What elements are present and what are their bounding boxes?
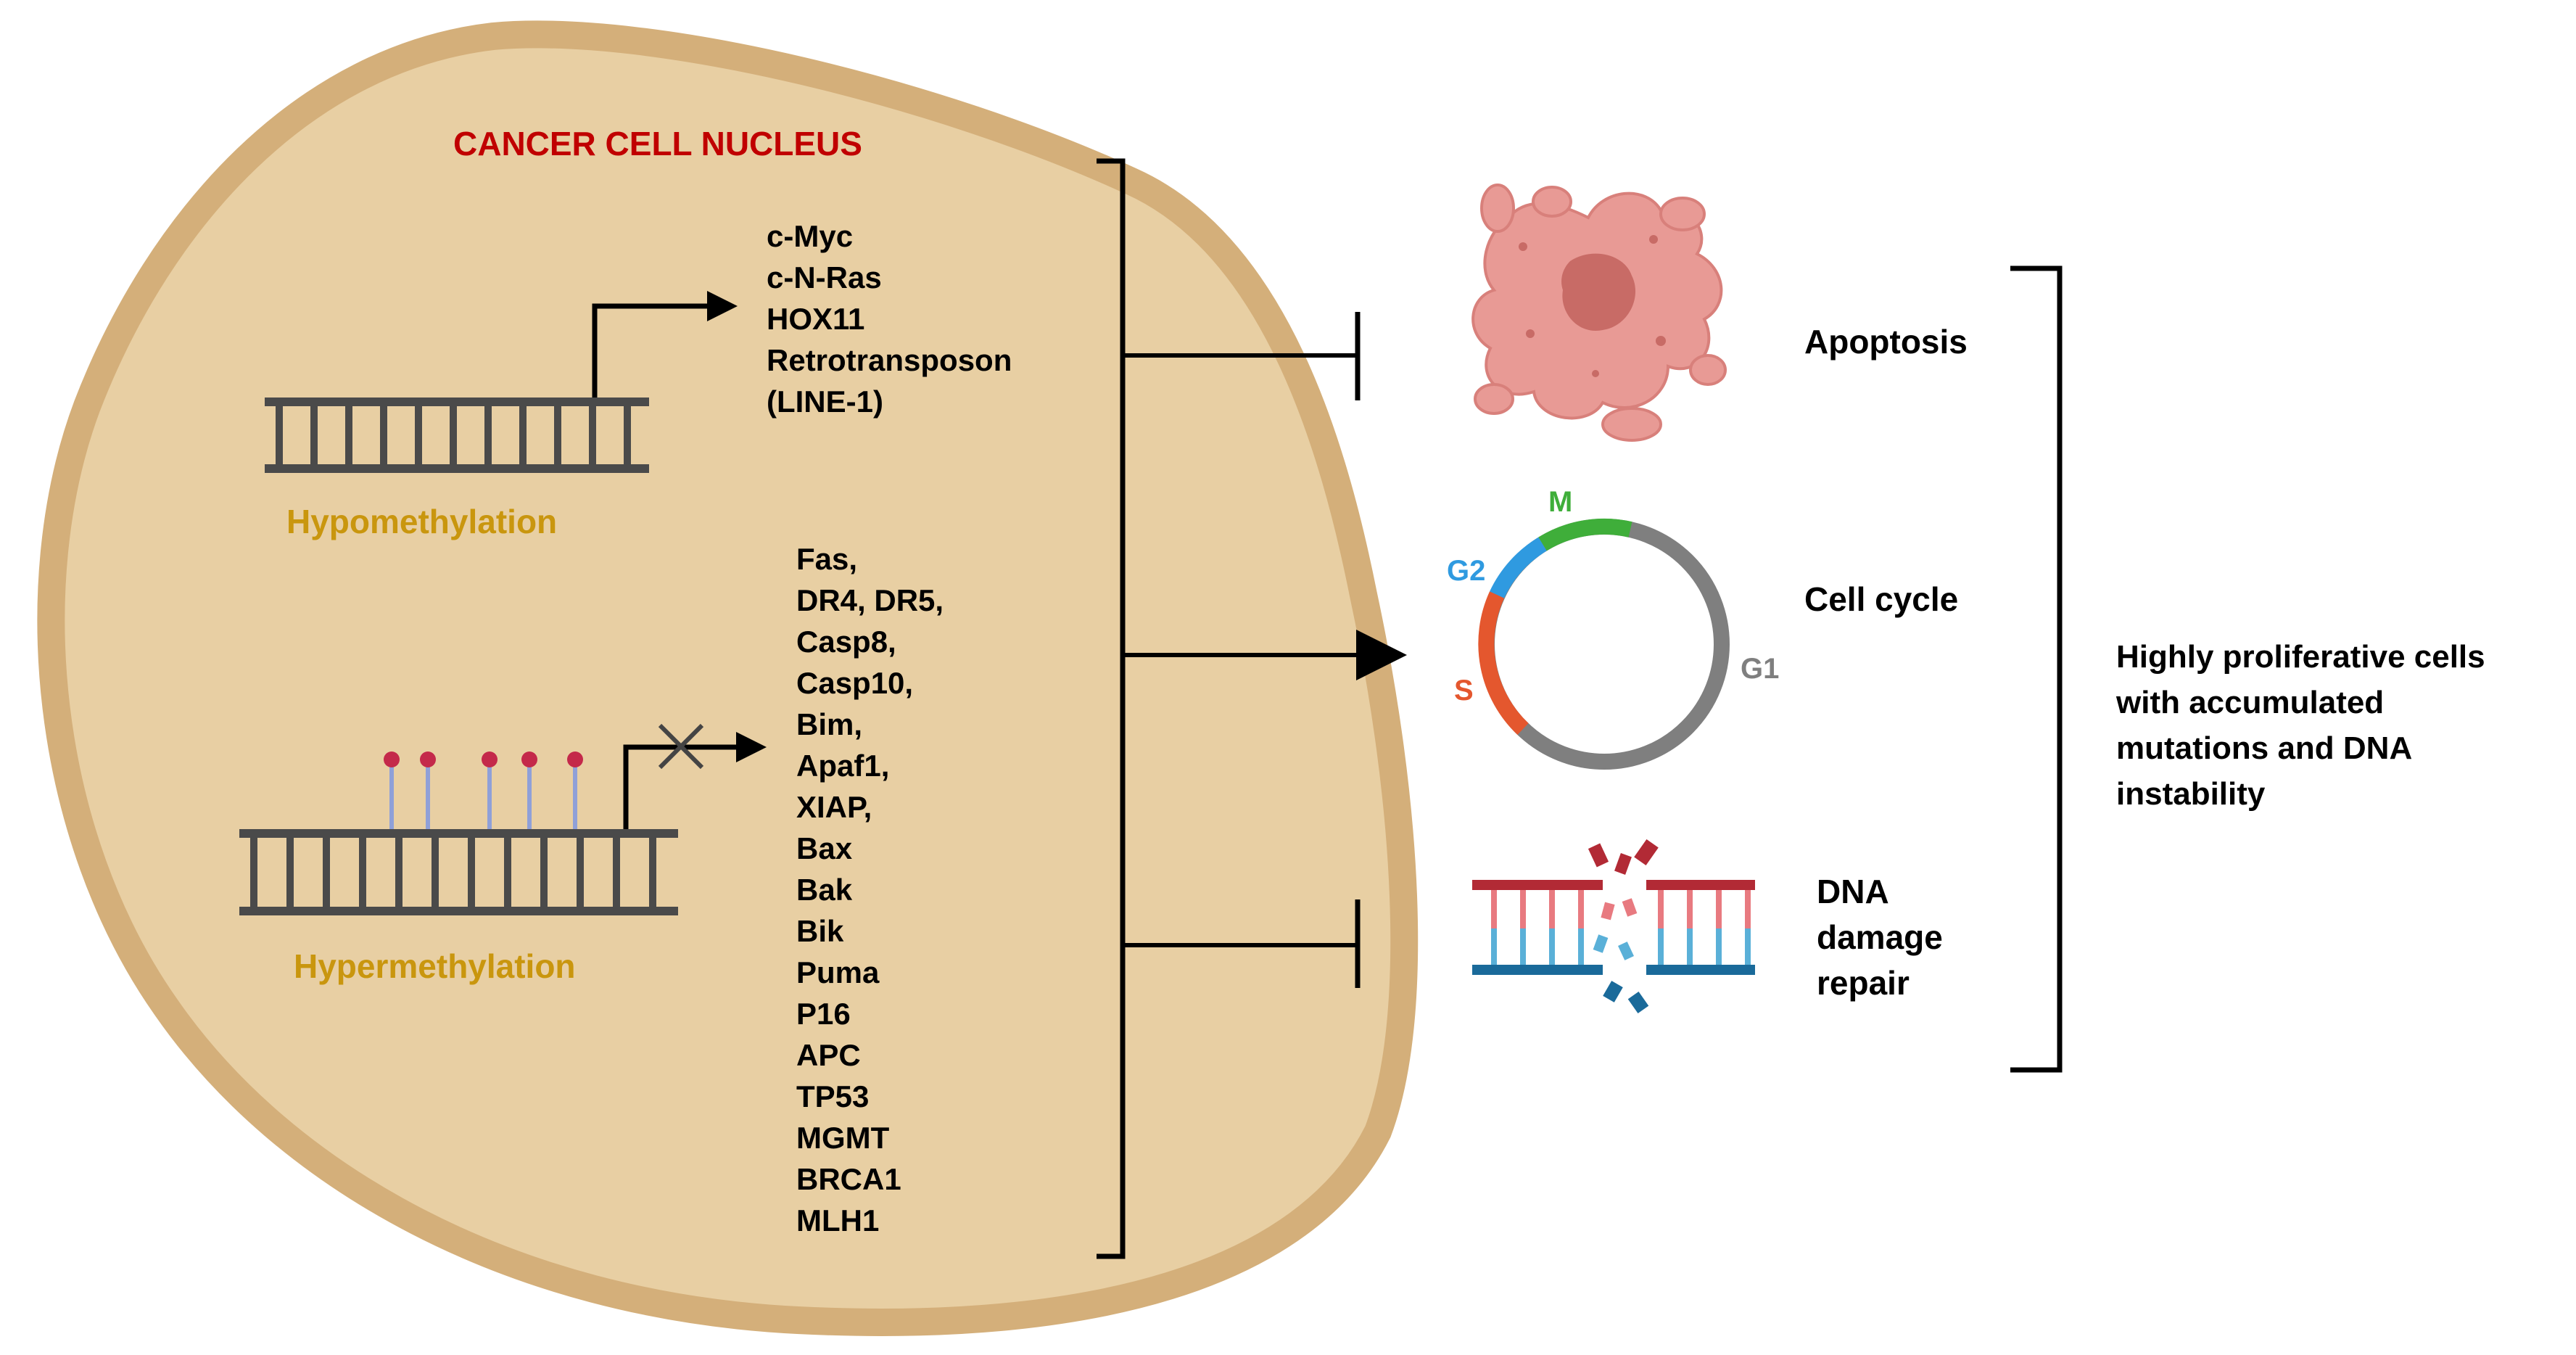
dna-repair-label-line1: DNA	[1817, 873, 1889, 910]
gene-mgmt: MGMT	[796, 1121, 890, 1155]
outcome-line4: instability	[2116, 776, 2266, 812]
hypermethylation-dna	[239, 751, 678, 915]
methyl-group	[384, 751, 400, 767]
gene-apaf1: Apaf1,	[796, 749, 889, 783]
hypermethylation-arrow	[623, 732, 767, 829]
methyl-group	[482, 751, 498, 767]
gene-puma: Puma	[796, 955, 880, 989]
gene-c-myc: c-Myc	[767, 219, 853, 253]
gene-fas: Fas,	[796, 542, 857, 576]
gene-line1: (LINE-1)	[767, 384, 883, 419]
phase-s-label: S	[1454, 675, 1474, 707]
blocked-transcription-x-icon	[658, 723, 704, 770]
hypomethylation-label: Hypomethylation	[286, 503, 557, 540]
broken-dna-icon	[1472, 839, 1755, 1013]
methyl-group	[521, 751, 537, 767]
hypomethylation-dna	[265, 398, 649, 473]
gene-c-n-ras: c-N-Ras	[767, 260, 882, 295]
gene-bax: Bax	[796, 831, 853, 865]
hypomethylation-arrow	[592, 291, 738, 398]
gene-xiap: XIAP,	[796, 790, 872, 824]
gene-bim: Bim,	[796, 707, 862, 741]
gene-bik: Bik	[796, 914, 844, 948]
gene-casp10: Casp10,	[796, 666, 913, 700]
nucleus-membrane	[37, 20, 1419, 1336]
outcome-line3: mutations and DNA	[2116, 730, 2412, 766]
phase-m-label: M	[1548, 486, 1572, 518]
outcome-bracket	[2010, 265, 2063, 1073]
cell-cycle-label: Cell cycle	[1804, 580, 1958, 618]
phase-g2-arc	[1490, 537, 1547, 598]
dna-repair-label-line3: repair	[1817, 964, 1910, 1002]
phase-m-arc	[1538, 519, 1632, 551]
gene-brca1: BRCA1	[796, 1162, 901, 1196]
gene-apc: APC	[796, 1038, 861, 1072]
gene-bak: Bak	[796, 873, 853, 907]
phase-s-arc	[1478, 591, 1529, 735]
dna-repair-label-line2: damage	[1817, 918, 1943, 956]
methyl-groups	[384, 751, 583, 829]
hypermethylation-label: Hypermethylation	[294, 947, 576, 985]
apoptotic-cell-icon	[1471, 184, 1727, 442]
gene-hox11: HOX11	[767, 302, 864, 336]
hypomethylation-gene-list: c-Myc c-N-Ras HOX11 Retrotransposon (LIN…	[767, 219, 1012, 419]
cell-cycle-ring	[1478, 519, 1730, 770]
phase-g1-label: G1	[1741, 653, 1779, 685]
gene-mlh1: MLH1	[796, 1203, 879, 1237]
outcome-line1: Highly proliferative cells	[2116, 639, 2485, 675]
gene-casp8: Casp8,	[796, 625, 896, 659]
gene-tp53: TP53	[796, 1079, 869, 1113]
gene-group-bracket	[1097, 158, 1126, 1259]
methyl-group	[420, 751, 436, 767]
apoptosis-label: Apoptosis	[1804, 323, 1968, 361]
phase-g2-label: G2	[1447, 555, 1485, 587]
hypermethylation-gene-list: Fas, DR4, DR5, Casp8, Casp10, Bim, Apaf1…	[796, 542, 944, 1237]
nucleus-title: CANCER CELL NUCLEUS	[453, 125, 862, 162]
gene-retrotransposon: Retrotransposon	[767, 343, 1012, 377]
promote-cell-cycle-arrowhead	[1356, 630, 1407, 680]
gene-p16: P16	[796, 997, 851, 1031]
outcome-line2: with accumulated	[2115, 685, 2384, 720]
gene-dr4-dr5: DR4, DR5,	[796, 583, 944, 617]
methyl-group	[567, 751, 583, 767]
